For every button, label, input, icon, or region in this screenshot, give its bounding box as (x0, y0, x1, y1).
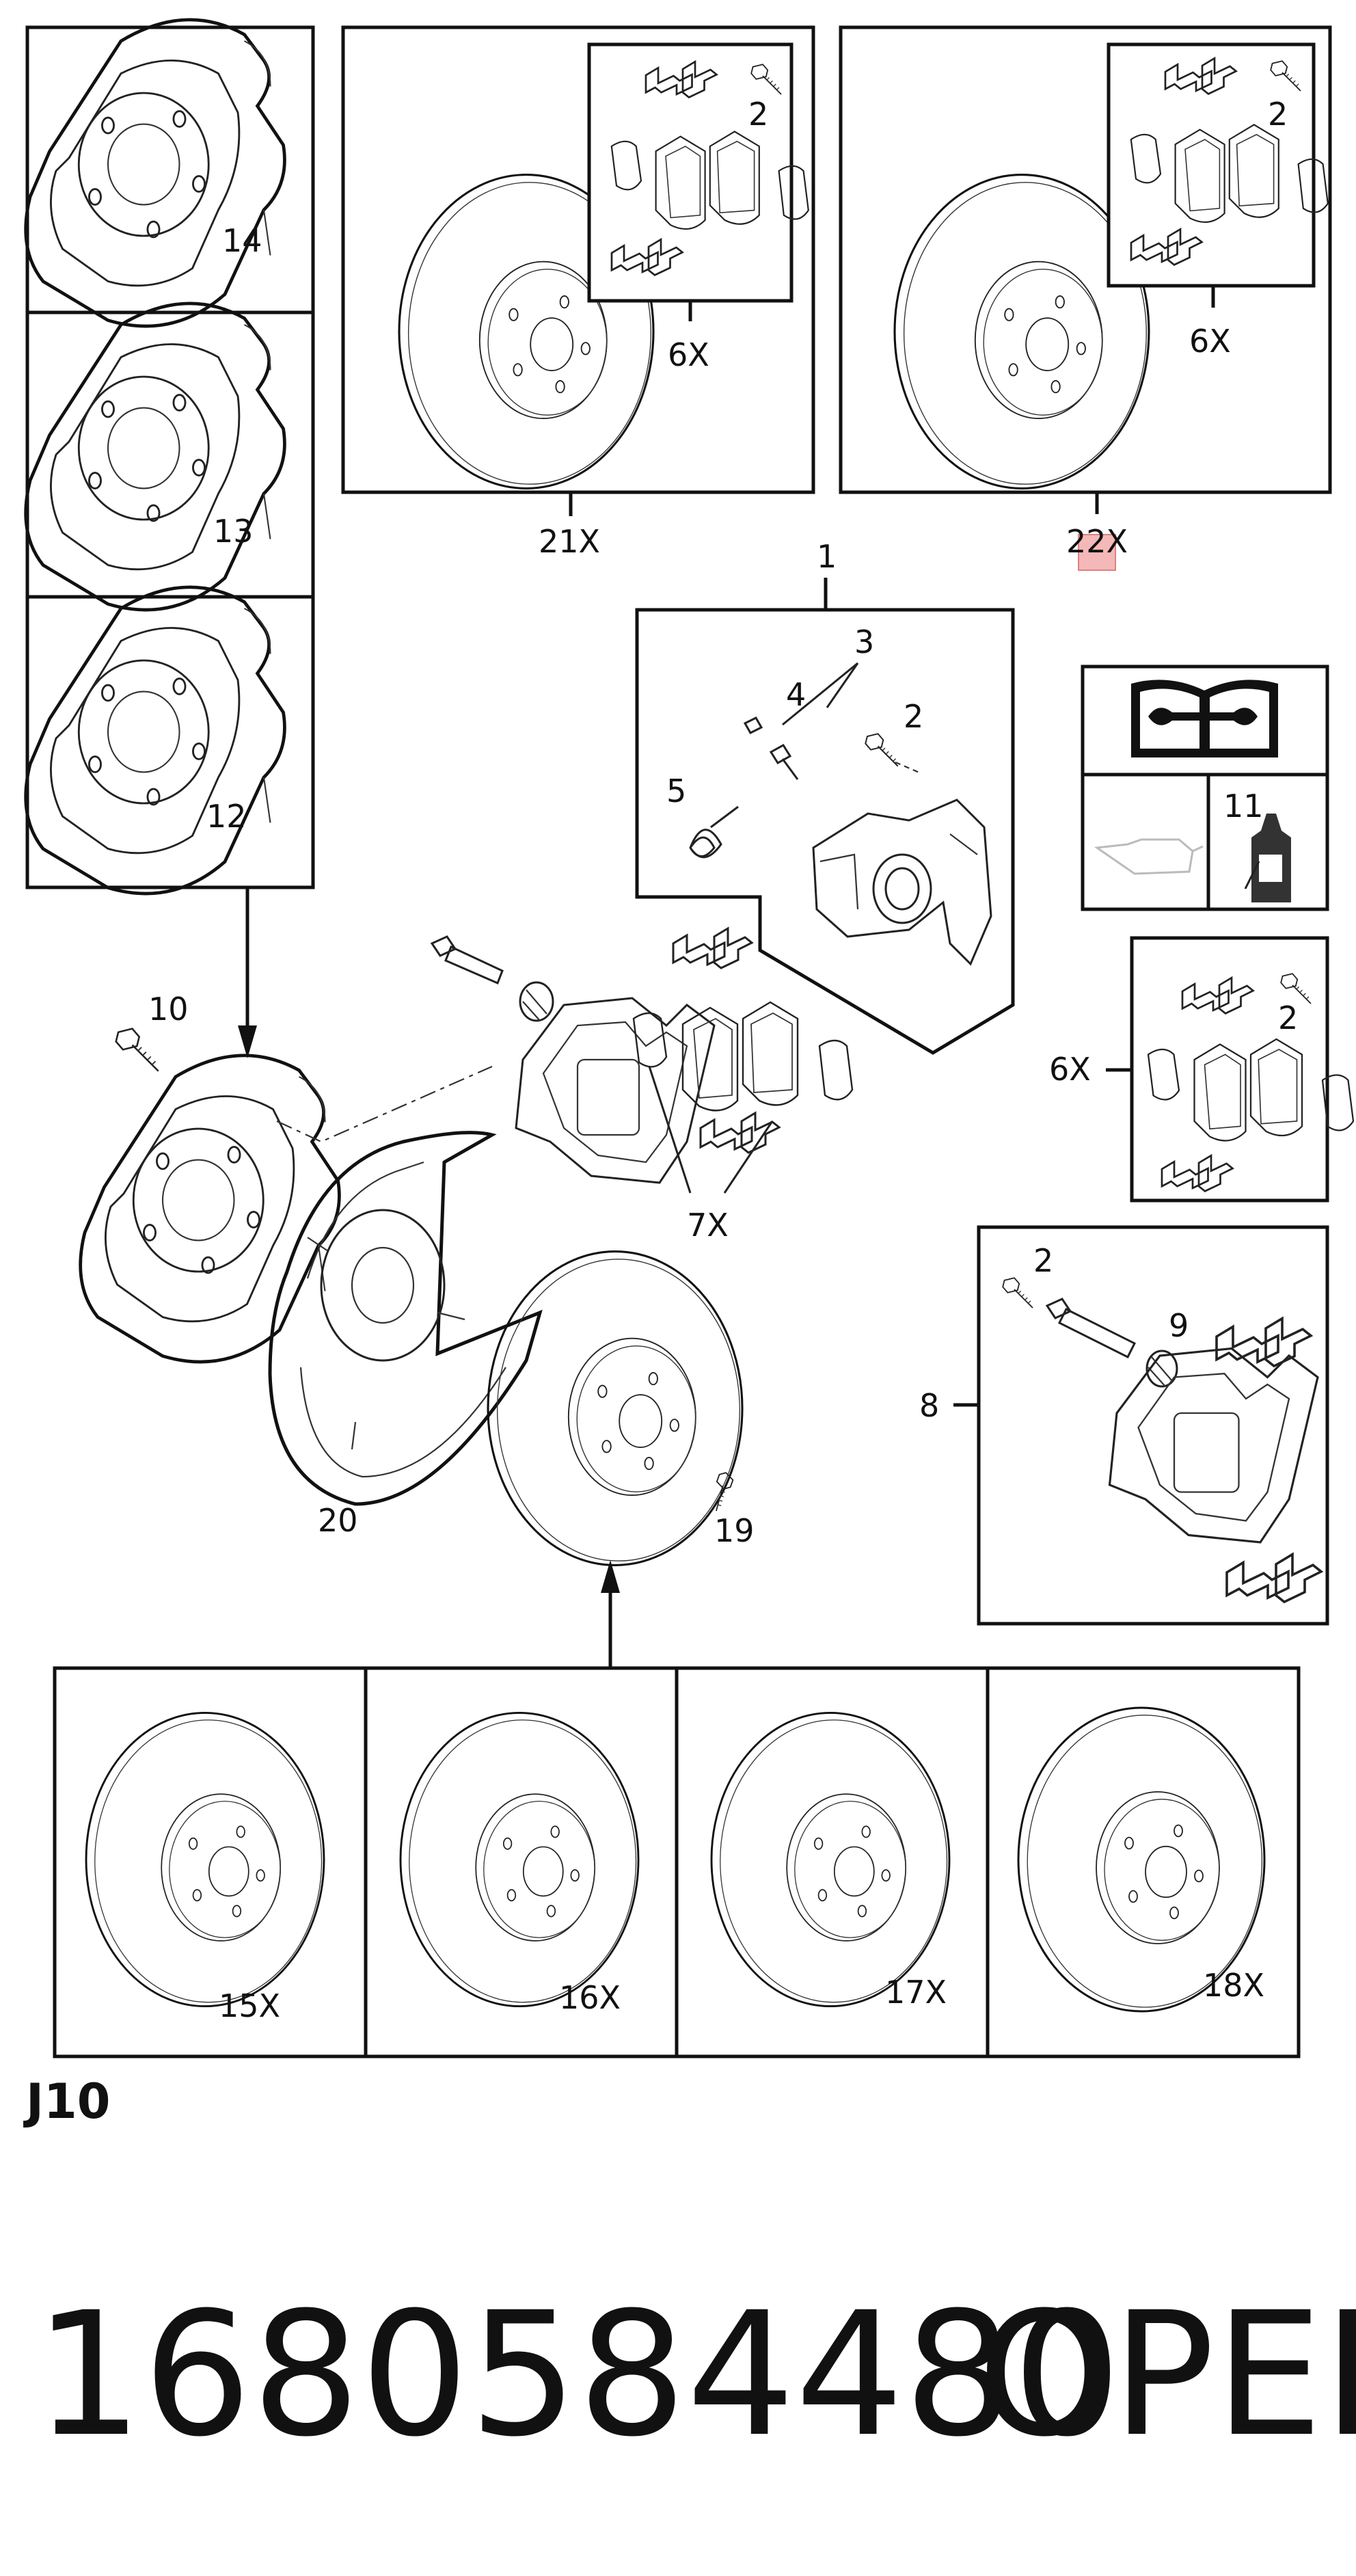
disc-set-22x: 2 6X 22X (839, 25, 1332, 571)
callout-6x-padset: 6X (1049, 1051, 1091, 1088)
callout-17x: 17X (885, 1974, 947, 2011)
pad-set-6x: 2 6X (1049, 936, 1355, 1203)
service-manual-icon (1131, 680, 1278, 757)
disc-variants-panel: 15X 16X 17X 18X (53, 1666, 1301, 2058)
callout-19: 19 (714, 1512, 755, 1549)
caliper-kit-1: 1 2 3 4 5 (635, 538, 1015, 1055)
callout-20: 20 (318, 1502, 358, 1539)
hub-variants-panel: 14 13 12 (26, 20, 315, 894)
callout-11: 11 (1223, 788, 1264, 824)
bracket-kit-8: 2 9 8 (919, 1225, 1329, 1626)
callout-22x: 22X (1066, 523, 1128, 560)
callout-10: 10 (148, 991, 189, 1028)
grease-tube-icon (1244, 814, 1291, 902)
part-number: 1680584480 (34, 2275, 1122, 2474)
service-info-box: 11 (1081, 665, 1329, 911)
callout-9: 9 (1169, 1307, 1189, 1344)
callout-18x: 18X (1203, 1967, 1264, 2004)
brand-name: OPEL (977, 2275, 1356, 2474)
disc-set-21x: 2 6X 21X (341, 25, 815, 560)
highlight-marker (1078, 534, 1116, 571)
callout-15x: 15X (219, 1987, 280, 2024)
arrow-down-icon (238, 1025, 257, 1058)
callout-14: 14 (222, 222, 262, 259)
callout-2-padset: 2 (1278, 999, 1298, 1036)
callout-3: 3 (854, 623, 874, 660)
callout-6x-set21: 6X (668, 336, 709, 373)
callout-16x: 16X (559, 1979, 621, 2016)
callout-6x-set22: 6X (1189, 323, 1231, 360)
callout-5: 5 (666, 773, 686, 809)
callout-2-set21: 2 (748, 96, 768, 133)
callout-8: 8 (919, 1387, 939, 1424)
section-label: J10 (23, 2074, 110, 2130)
callout-7x: 7X (687, 1207, 729, 1244)
exploded-view: 10 20 7X 19 (81, 927, 854, 1566)
callout-2-caliper: 2 (904, 698, 923, 735)
callout-2-set22: 2 (1268, 96, 1288, 133)
callout-4: 4 (786, 676, 806, 713)
callout-13: 13 (213, 513, 254, 550)
callout-2-bracket: 2 (1033, 1242, 1053, 1279)
arrow-up-icon (601, 1560, 620, 1593)
callout-12: 12 (206, 798, 247, 835)
callout-21x: 21X (539, 523, 600, 560)
callout-1: 1 (817, 538, 837, 575)
oil-can-icon (1094, 838, 1204, 875)
